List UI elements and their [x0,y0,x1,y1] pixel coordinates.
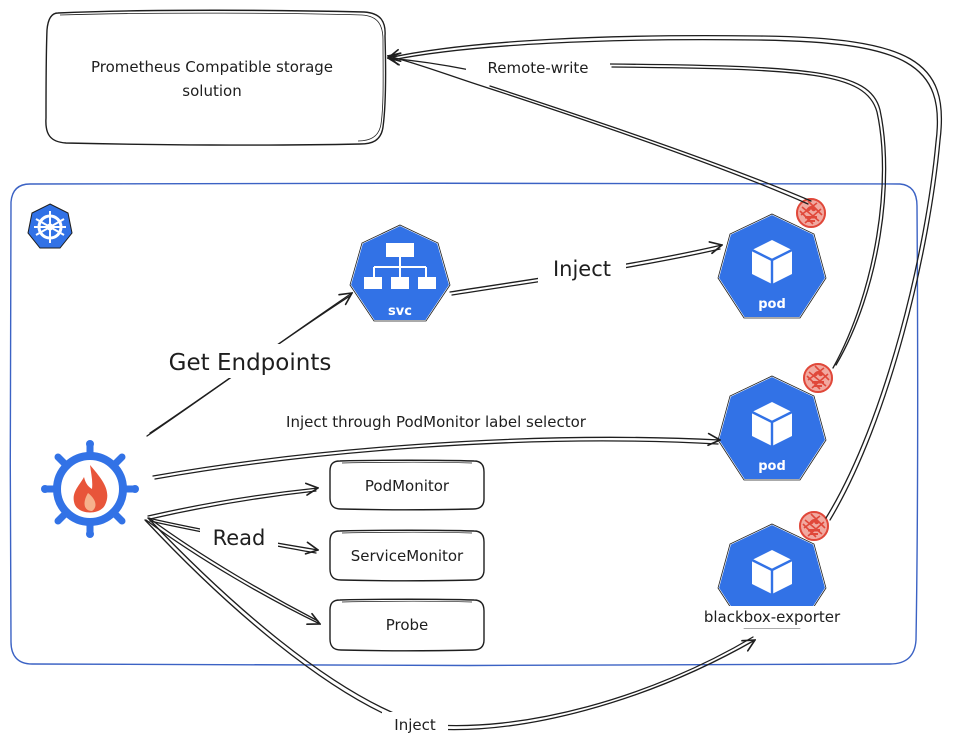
inject-podmonitor-label: Inject through PodMonitor label selector [286,413,587,431]
prometheus-icon [798,510,830,542]
inject-podmonitor-label-bg [232,408,640,434]
svc-label: svc [388,304,412,319]
remote-write-edges [388,34,943,521]
servicemonitor-label: ServiceMonitor [351,547,464,565]
service-icon [364,243,436,289]
storage-box-sketch-line [59,12,384,142]
inject-probe-label: Inject [394,716,436,734]
probe-box[interactable]: Probe [329,598,485,652]
svc-node[interactable]: svc [348,223,452,322]
servicemonitor-box[interactable]: ServiceMonitor [329,529,485,582]
storage-node[interactable]: Prometheus Compatible storage solution [45,9,387,146]
inject-svc-label-bg [538,252,626,284]
blackbox-label-bg [684,606,860,628]
read-edges [145,488,320,624]
inject-podmonitor-arrow [152,437,720,477]
blackbox-label: blackbox-exporter [704,608,841,626]
pod-label: pod [758,297,786,312]
pod-node-1[interactable]: pod [716,212,828,319]
get-endpoints-label-bg [148,344,352,378]
podmonitor-box[interactable]: PodMonitor [329,459,485,511]
podmonitor-label: PodMonitor [365,477,450,495]
remote-write-label: Remote-write [487,59,588,77]
read-arrow-podmonitor [147,488,318,517]
kubernetes-icon [27,203,73,249]
read-label: Read [213,526,266,550]
prometheus-icon [795,197,827,229]
storage-box-outline [45,9,387,146]
probe-label: Probe [386,616,429,634]
kubernetes-cluster-boundary [9,182,919,667]
storage-title-line1: Prometheus Compatible storage [91,58,333,76]
remote-write-label-bg [466,54,610,80]
storage-title-line2: solution [182,82,241,100]
get-endpoints-label: Get Endpoints [169,350,332,376]
remote-write-arrow-pod1 [388,56,809,205]
inject-probe-label-bg [382,712,448,736]
inject-svc-label: Inject [553,257,611,281]
pod-node-2[interactable]: pod [716,374,828,481]
read-label-bg [200,522,278,552]
pod-label: pod [758,459,786,474]
remote-write-arrow-blackbox [388,34,943,521]
remote-write-arrow-pod2 [609,63,887,366]
prometheus-operator-icon[interactable] [41,440,139,538]
prometheus-icon [802,362,834,394]
read-arrow-probe [145,519,320,624]
